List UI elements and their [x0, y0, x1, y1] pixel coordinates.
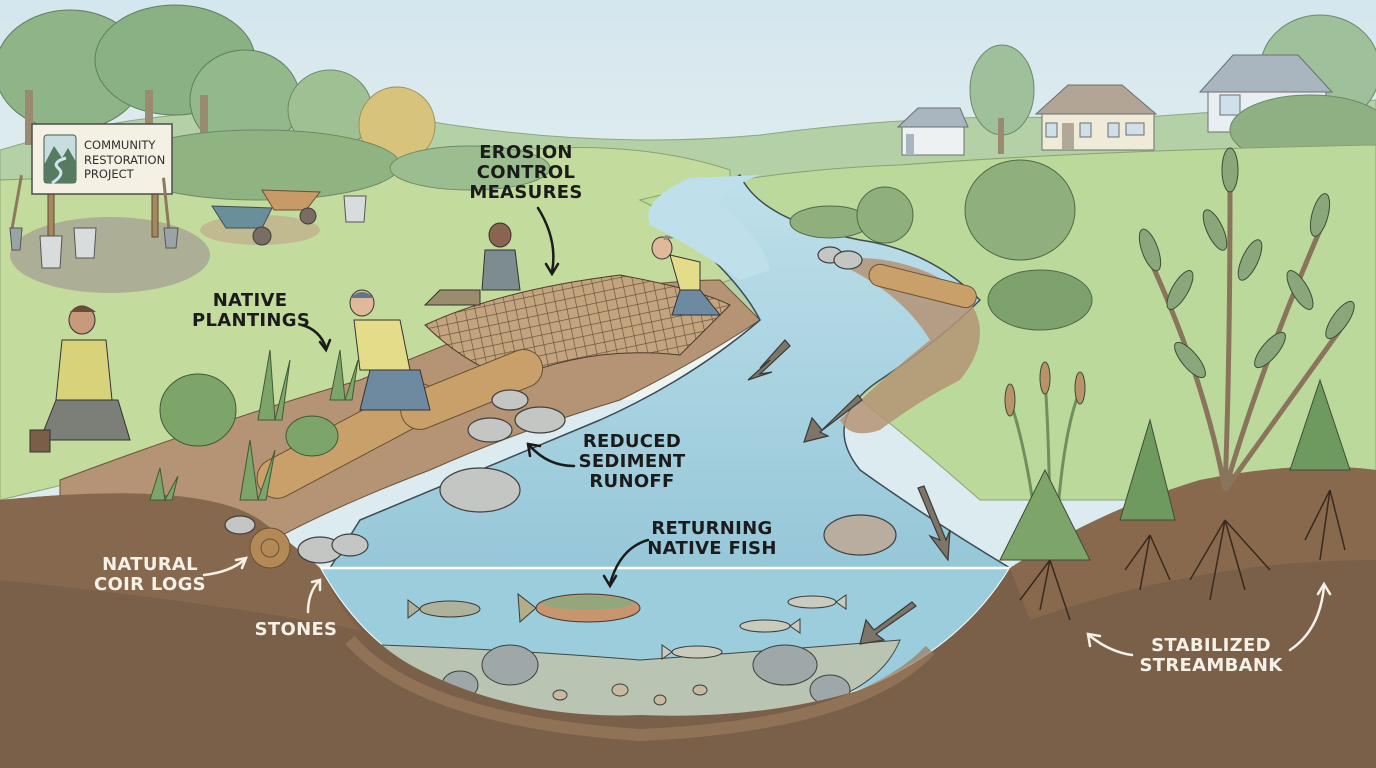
stream-upper — [648, 175, 770, 280]
house-middle — [1034, 84, 1158, 151]
arrow-coir — [202, 558, 246, 577]
flow-arrow-3 — [917, 485, 951, 562]
label-native-plantings: NATIVE PLANTINGS — [192, 290, 311, 332]
label-erosion-control: EROSION CONTROL MEASURES — [469, 142, 583, 204]
coir-log-far — [868, 263, 977, 309]
soil-left — [0, 466, 1376, 768]
native-fish — [407, 592, 847, 660]
fish-small-4 — [661, 644, 723, 660]
ferns — [1119, 378, 1351, 521]
worker-kneeling-left — [29, 305, 131, 453]
coir-logs — [249, 349, 544, 569]
workers — [29, 222, 722, 453]
trout-large — [517, 592, 641, 624]
worker-planting — [349, 289, 431, 411]
work-area-dirt — [10, 217, 210, 293]
flow-arrow-2 — [803, 394, 863, 443]
community-sign — [31, 123, 173, 243]
flow-arrow-1 — [747, 339, 791, 381]
flow-arrow-4 — [859, 601, 917, 645]
arrow-sediment — [528, 444, 576, 468]
worker-staking-net — [651, 235, 722, 316]
stream-surface — [328, 173, 1013, 569]
flow-arrows — [747, 339, 951, 645]
soil-upper-band — [0, 493, 360, 630]
bed-rim — [345, 636, 935, 742]
willow-shrub — [1138, 147, 1355, 492]
fish-small-1 — [407, 599, 481, 619]
background-trees-left — [0, 4, 436, 164]
cattails — [999, 361, 1091, 561]
arrow-fish — [608, 538, 650, 586]
house-small — [896, 107, 969, 156]
hedges — [119, 129, 551, 201]
arrow-stones — [306, 580, 320, 614]
bank-stones — [224, 246, 897, 564]
label-reduced-sediment: REDUCED SEDIMENT RUNOFF — [578, 431, 686, 493]
mountain-river-logo-icon — [43, 134, 77, 185]
arrow-plantings — [300, 323, 328, 350]
arrow-streambank-right — [1288, 584, 1326, 652]
arrow-erosion — [536, 206, 555, 274]
worker-laying-net — [423, 222, 521, 306]
wheelbarrow-blue — [211, 205, 273, 246]
tools-and-buckets — [9, 174, 367, 269]
roots — [1019, 489, 1346, 621]
soil-right-band — [1010, 466, 1376, 620]
wheelbarrow-orange — [261, 189, 321, 225]
fish-small-2 — [787, 594, 847, 610]
fish-small-3 — [739, 618, 801, 634]
right-vegetation — [789, 147, 1355, 621]
streambed-stones — [441, 644, 851, 706]
annotation-arrows — [202, 206, 1332, 657]
label-returning-fish: RETURNING NATIVE FISH — [647, 518, 777, 560]
houses — [896, 14, 1376, 166]
label-coir-logs: NATURAL COIR LOGS — [94, 554, 206, 596]
sign-text: COMMUNITY RESTORATION PROJECT — [84, 138, 166, 182]
label-stabilized-streambank: STABILIZED STREAMBANK — [1139, 635, 1283, 677]
native-plants-left — [149, 349, 359, 502]
label-stones: STONES — [254, 619, 338, 640]
arrow-streambank-left — [1088, 634, 1134, 657]
